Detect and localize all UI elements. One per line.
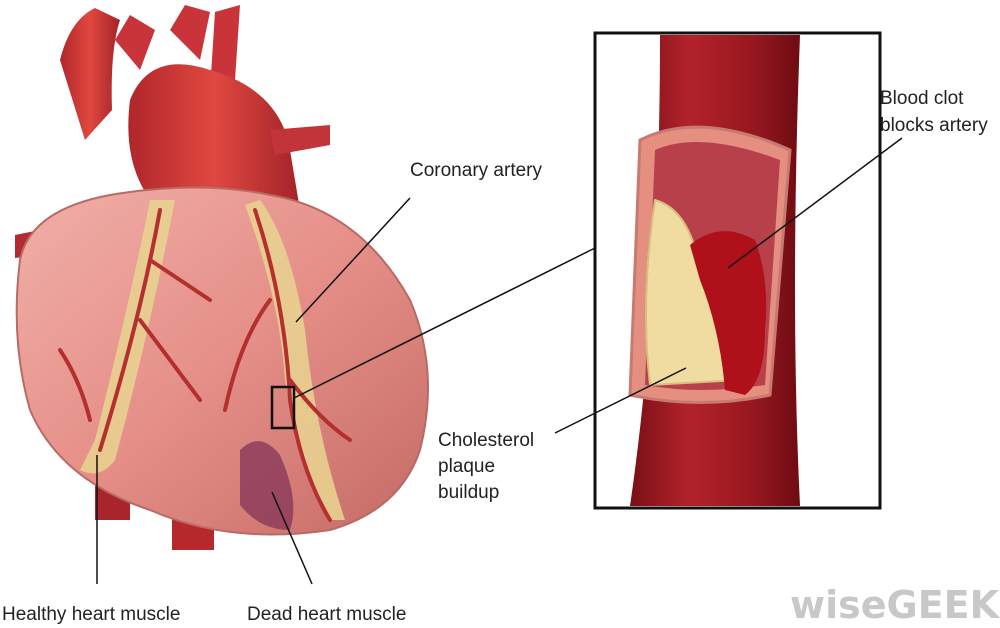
leader-lines — [96, 137, 903, 585]
fat-right — [245, 200, 345, 520]
dead-muscle-area — [240, 441, 294, 530]
coronary-arteries — [58, 208, 352, 522]
fat-left — [80, 200, 175, 474]
pulmonary-vessel — [60, 8, 120, 140]
watermark: wiseGEEK — [790, 583, 1000, 627]
artery-inset — [593, 31, 882, 510]
label-blood-clot-2: blocks artery — [880, 115, 988, 136]
label-blood-clot-1: Blood clot — [880, 88, 964, 109]
heart-illustration — [15, 5, 429, 550]
heart-muscle — [15, 186, 429, 536]
zoom-region-box — [270, 385, 296, 430]
label-healthy-muscle: Healthy heart muscle — [2, 604, 180, 625]
label-cholesterol-2: plaque — [438, 456, 495, 477]
label-cholesterol-3: buildup — [438, 482, 499, 503]
label-cholesterol-1: Cholesterol — [438, 430, 534, 451]
blood-clot — [690, 231, 767, 395]
aorta — [128, 64, 300, 221]
label-coronary-artery: Coronary artery — [410, 160, 542, 181]
label-dead-muscle: Dead heart muscle — [247, 604, 406, 625]
